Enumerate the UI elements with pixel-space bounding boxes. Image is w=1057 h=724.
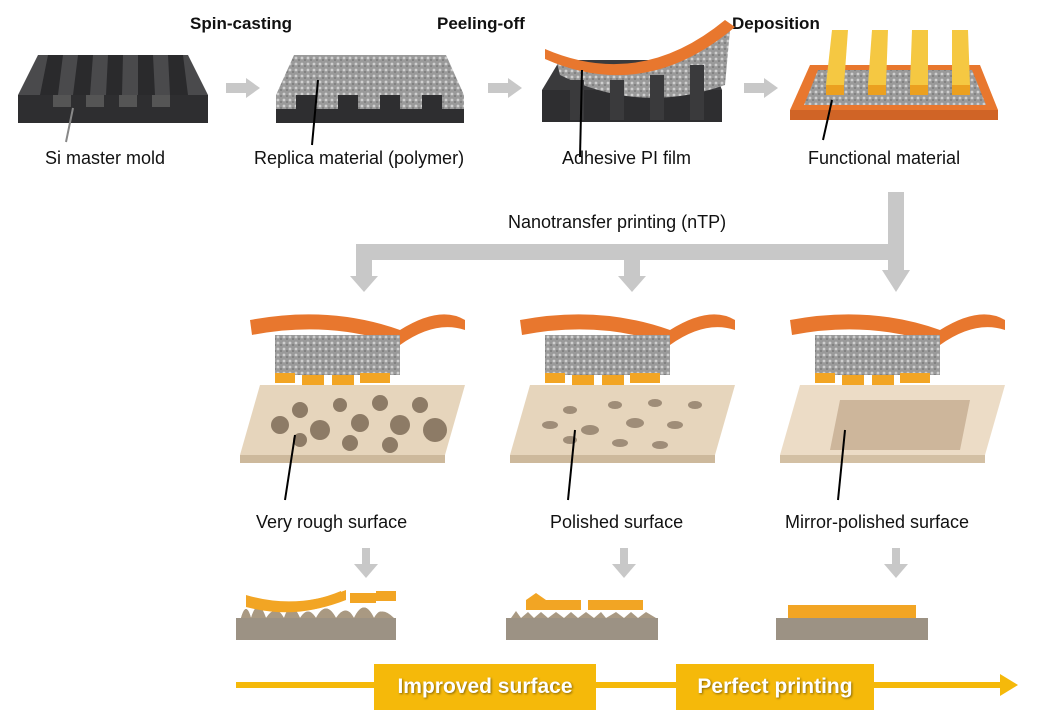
arrow-right-icon <box>488 78 522 98</box>
arrow-down-icon <box>354 548 378 578</box>
mirror-polished-surface-illustration <box>780 314 1005 501</box>
box-improved-surface: Improved surface <box>374 664 596 710</box>
si-master-mold-illustration <box>18 55 208 143</box>
step-title-peeling-off: Peeling-off <box>437 14 525 33</box>
replica-material-illustration <box>276 55 464 146</box>
cross-section-polished <box>506 593 658 640</box>
step-title-deposition: Deposition <box>732 14 820 33</box>
adhesive-pi-film-illustration <box>542 20 735 158</box>
functional-material-illustration <box>790 30 998 141</box>
polished-surface-illustration <box>510 314 735 501</box>
label-mirror-polished-surface: Mirror-polished surface <box>785 512 970 532</box>
label-si-master-mold: Si master mold <box>45 148 166 168</box>
label-adhesive-pi-film: Adhesive PI film <box>562 148 692 168</box>
step-title-spin-casting: Spin-casting <box>190 14 293 33</box>
arrow-down-icon <box>884 548 908 578</box>
cross-section-mirror <box>776 605 928 640</box>
label-polished-surface: Polished surface <box>550 512 684 532</box>
very-rough-surface-illustration <box>240 314 465 501</box>
label-very-rough-surface: Very rough surface <box>256 512 408 532</box>
box-perfect-printing: Perfect printing <box>676 664 874 710</box>
cross-section-rough-right <box>236 591 396 640</box>
arrow-right-icon <box>744 78 778 98</box>
label-replica-material: Replica material (polymer) <box>254 148 465 168</box>
branch-title-ntp: Nanotransfer printing (nTP) <box>508 212 727 232</box>
arrow-right-icon <box>226 78 260 98</box>
arrow-down-icon <box>612 548 636 578</box>
label-functional-material: Functional material <box>808 148 961 168</box>
